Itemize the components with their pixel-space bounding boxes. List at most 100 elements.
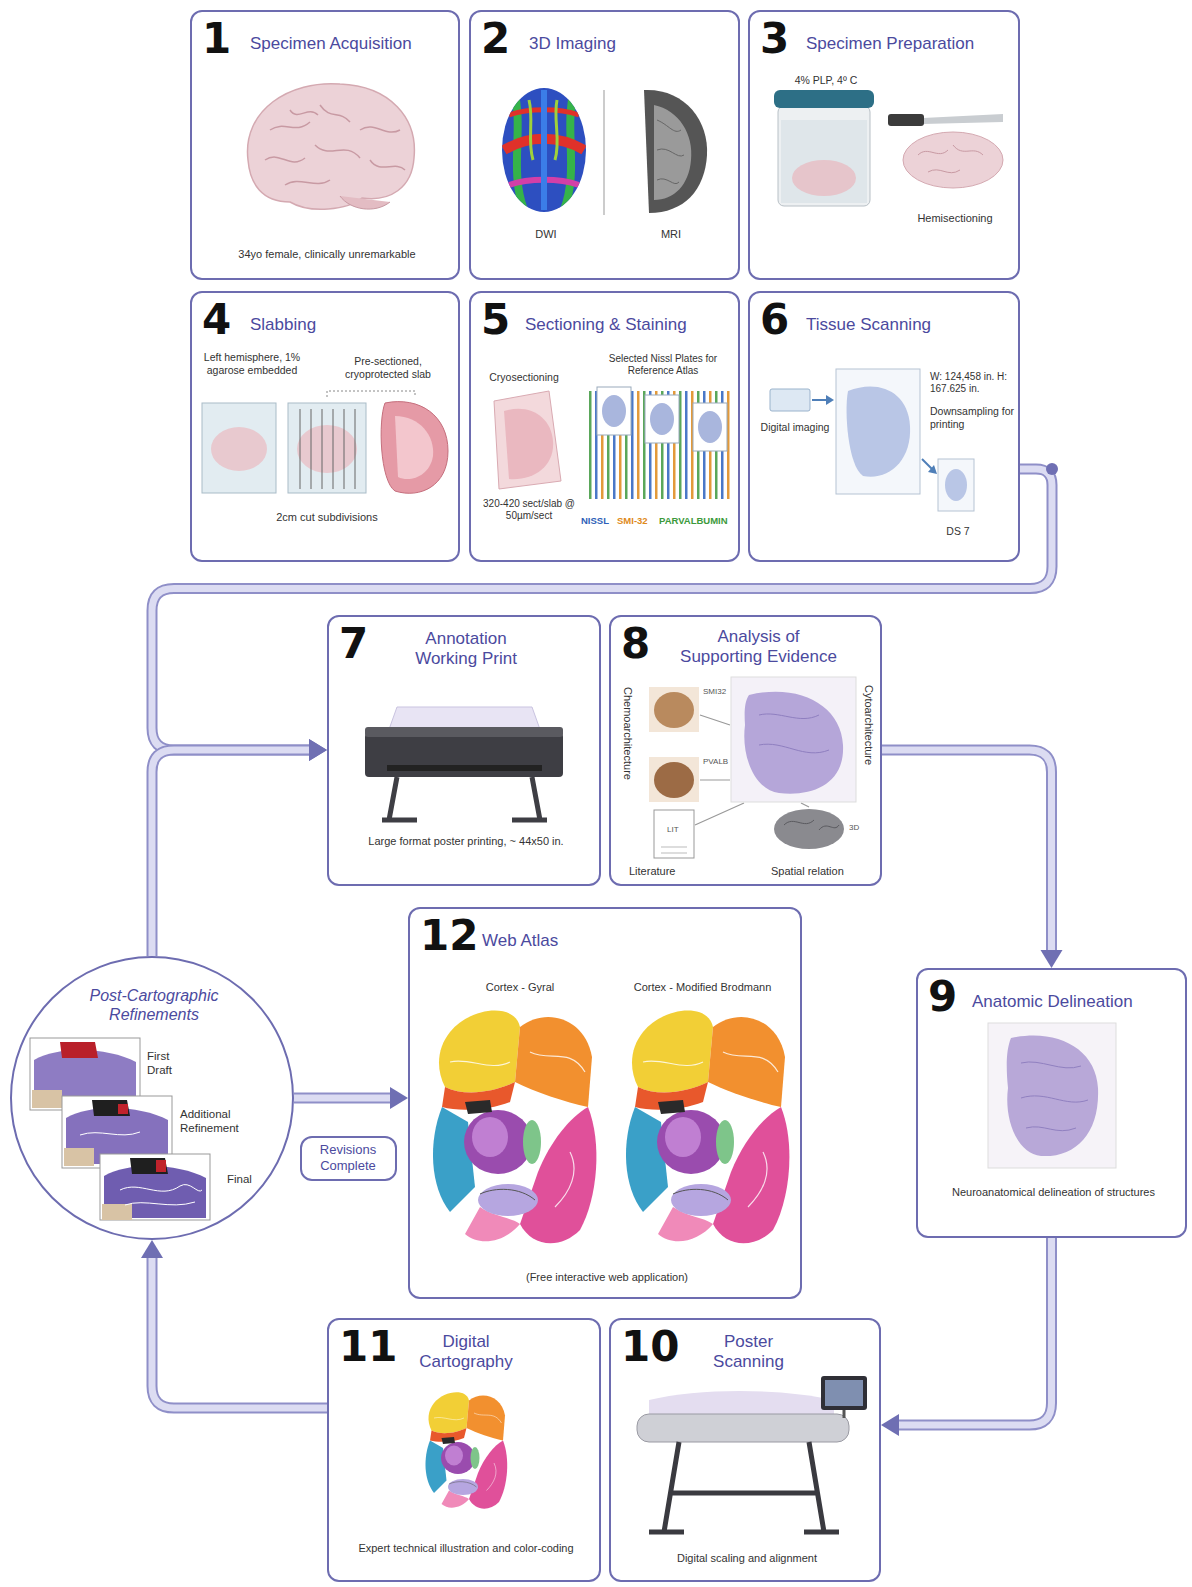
node-text: First Draft xyxy=(147,1050,189,1078)
illustration-part xyxy=(903,132,1003,188)
node-text: Downsampling for printing xyxy=(930,405,1018,430)
illustration-part xyxy=(202,403,276,493)
step-title: Sectioning & Staining xyxy=(525,315,739,335)
illustration-part xyxy=(654,105,691,200)
illustration-part xyxy=(504,409,553,480)
illustration-part xyxy=(564,90,574,210)
connector-fill xyxy=(882,750,1052,954)
illustration-part xyxy=(744,692,843,794)
illustration-part xyxy=(918,145,983,173)
node-text: Large format poster printing, ~ 44x50 in… xyxy=(349,835,583,848)
evidence-illustration xyxy=(649,677,856,858)
illustration-part xyxy=(365,733,563,777)
node-text: DWI xyxy=(516,228,576,241)
node-text: Cytoarchitecture xyxy=(862,685,875,765)
illustration-part xyxy=(847,386,911,476)
step-title: Digital Cartography xyxy=(411,1332,521,1373)
flow-connector xyxy=(882,750,1063,968)
node-text: Cortex - Gyral xyxy=(430,981,610,994)
illustration-part xyxy=(340,196,390,209)
illustration-part xyxy=(693,403,727,451)
illustration-part xyxy=(381,402,448,494)
step-box: 7Annotation Working PrintLarge format po… xyxy=(327,615,601,886)
illustration-part xyxy=(781,120,867,203)
illustration-part xyxy=(1007,1035,1098,1156)
illustration-part xyxy=(770,389,810,411)
node-text: Selected Nissl Plates for Reference Atla… xyxy=(589,353,737,377)
illustration-part xyxy=(812,399,828,401)
step-number: 7 xyxy=(339,619,368,669)
illustration-part xyxy=(654,692,694,728)
illustration-part xyxy=(32,1090,62,1108)
illustration-part xyxy=(288,403,366,493)
node-text: Revisions Complete xyxy=(306,1142,390,1173)
step-number: 8 xyxy=(621,619,650,669)
illustration-part xyxy=(657,120,684,184)
illustration-part xyxy=(60,1042,98,1058)
step-number: 4 xyxy=(202,295,231,345)
illustration-part xyxy=(774,809,844,849)
step-box: 9Anatomic DelineationNeuroanatomical del… xyxy=(916,968,1187,1238)
node-text: PVALB xyxy=(703,757,728,767)
illustration-part xyxy=(120,1185,202,1205)
illustration-part xyxy=(654,762,694,798)
step-box: 8Analysis of Supporting EvidenceChemoarc… xyxy=(609,615,882,886)
illustration-part xyxy=(80,1132,140,1135)
node-text: (Free interactive web application) xyxy=(430,1271,784,1284)
illustration-part xyxy=(92,1100,130,1116)
flow-connector xyxy=(152,739,327,956)
node-text: Additional Refinement xyxy=(180,1108,260,1136)
node-text: 34yo female, clinically unremarkable xyxy=(202,248,452,261)
connector-edge xyxy=(294,1093,394,1104)
illustration-part xyxy=(792,160,856,196)
step-title: Specimen Preparation xyxy=(806,34,1018,54)
node-text: Left hemisphere, 1% agarose embedded xyxy=(200,351,304,376)
connector-dot xyxy=(1046,463,1058,475)
node-text: Spatial relation xyxy=(771,865,844,878)
connector-edge xyxy=(152,1254,327,1408)
illustration-part xyxy=(649,687,699,732)
illustration-part xyxy=(102,1204,132,1220)
arrow-head xyxy=(390,1087,408,1109)
step-box: 3Specimen Preparation4% PLP, 4º CHemisec… xyxy=(748,10,1020,280)
connector-fill xyxy=(294,1095,394,1102)
illustration-part xyxy=(514,90,524,210)
illustration-part xyxy=(645,395,679,443)
illustration-part xyxy=(922,459,932,469)
flow-connector xyxy=(141,1240,327,1408)
illustration-part xyxy=(649,757,699,802)
connector-edge xyxy=(882,750,1052,954)
node-text: Hemisectioning xyxy=(900,212,1010,225)
step-box: 10Poster ScanningDigital scaling and ali… xyxy=(609,1318,881,1582)
preparation-illustration xyxy=(774,90,1003,206)
node-text: Chemoarchitecture xyxy=(621,687,634,780)
step-number: 2 xyxy=(481,14,510,64)
connector-fill xyxy=(152,469,1052,750)
node-text: MRI xyxy=(641,228,701,241)
node-text: SMI32 xyxy=(703,687,726,697)
gyral-atlas-section xyxy=(433,1011,596,1244)
illustration-part xyxy=(211,427,267,471)
arrow-head xyxy=(141,1240,163,1258)
connector-edge xyxy=(152,750,313,956)
illustration-part xyxy=(654,810,694,858)
illustration-part xyxy=(604,90,605,215)
connector-edge xyxy=(895,1238,1052,1425)
illustration-part xyxy=(597,387,631,435)
step-title: Poster Scanning xyxy=(691,1332,806,1373)
illustration-part xyxy=(499,85,589,215)
illustration-part xyxy=(1021,1062,1088,1131)
illustration-part xyxy=(988,1023,1116,1168)
illustration-part xyxy=(541,90,547,210)
imaging-illustration xyxy=(499,85,707,215)
illustration-part xyxy=(327,391,415,397)
illustration-part xyxy=(130,1158,168,1174)
illustration-part xyxy=(156,1160,166,1172)
sectioning-illustration xyxy=(494,387,733,499)
step-box: 11Digital CartographyExpert technical il… xyxy=(327,1318,601,1582)
arrow-head xyxy=(309,739,327,761)
flow-connector xyxy=(881,1238,1052,1436)
step-box: 23D ImagingDWIMRI xyxy=(469,10,740,280)
illustration-part xyxy=(644,90,707,213)
step-box: 4SlabbingLeft hemisphere, 1% agarose emb… xyxy=(190,291,460,562)
